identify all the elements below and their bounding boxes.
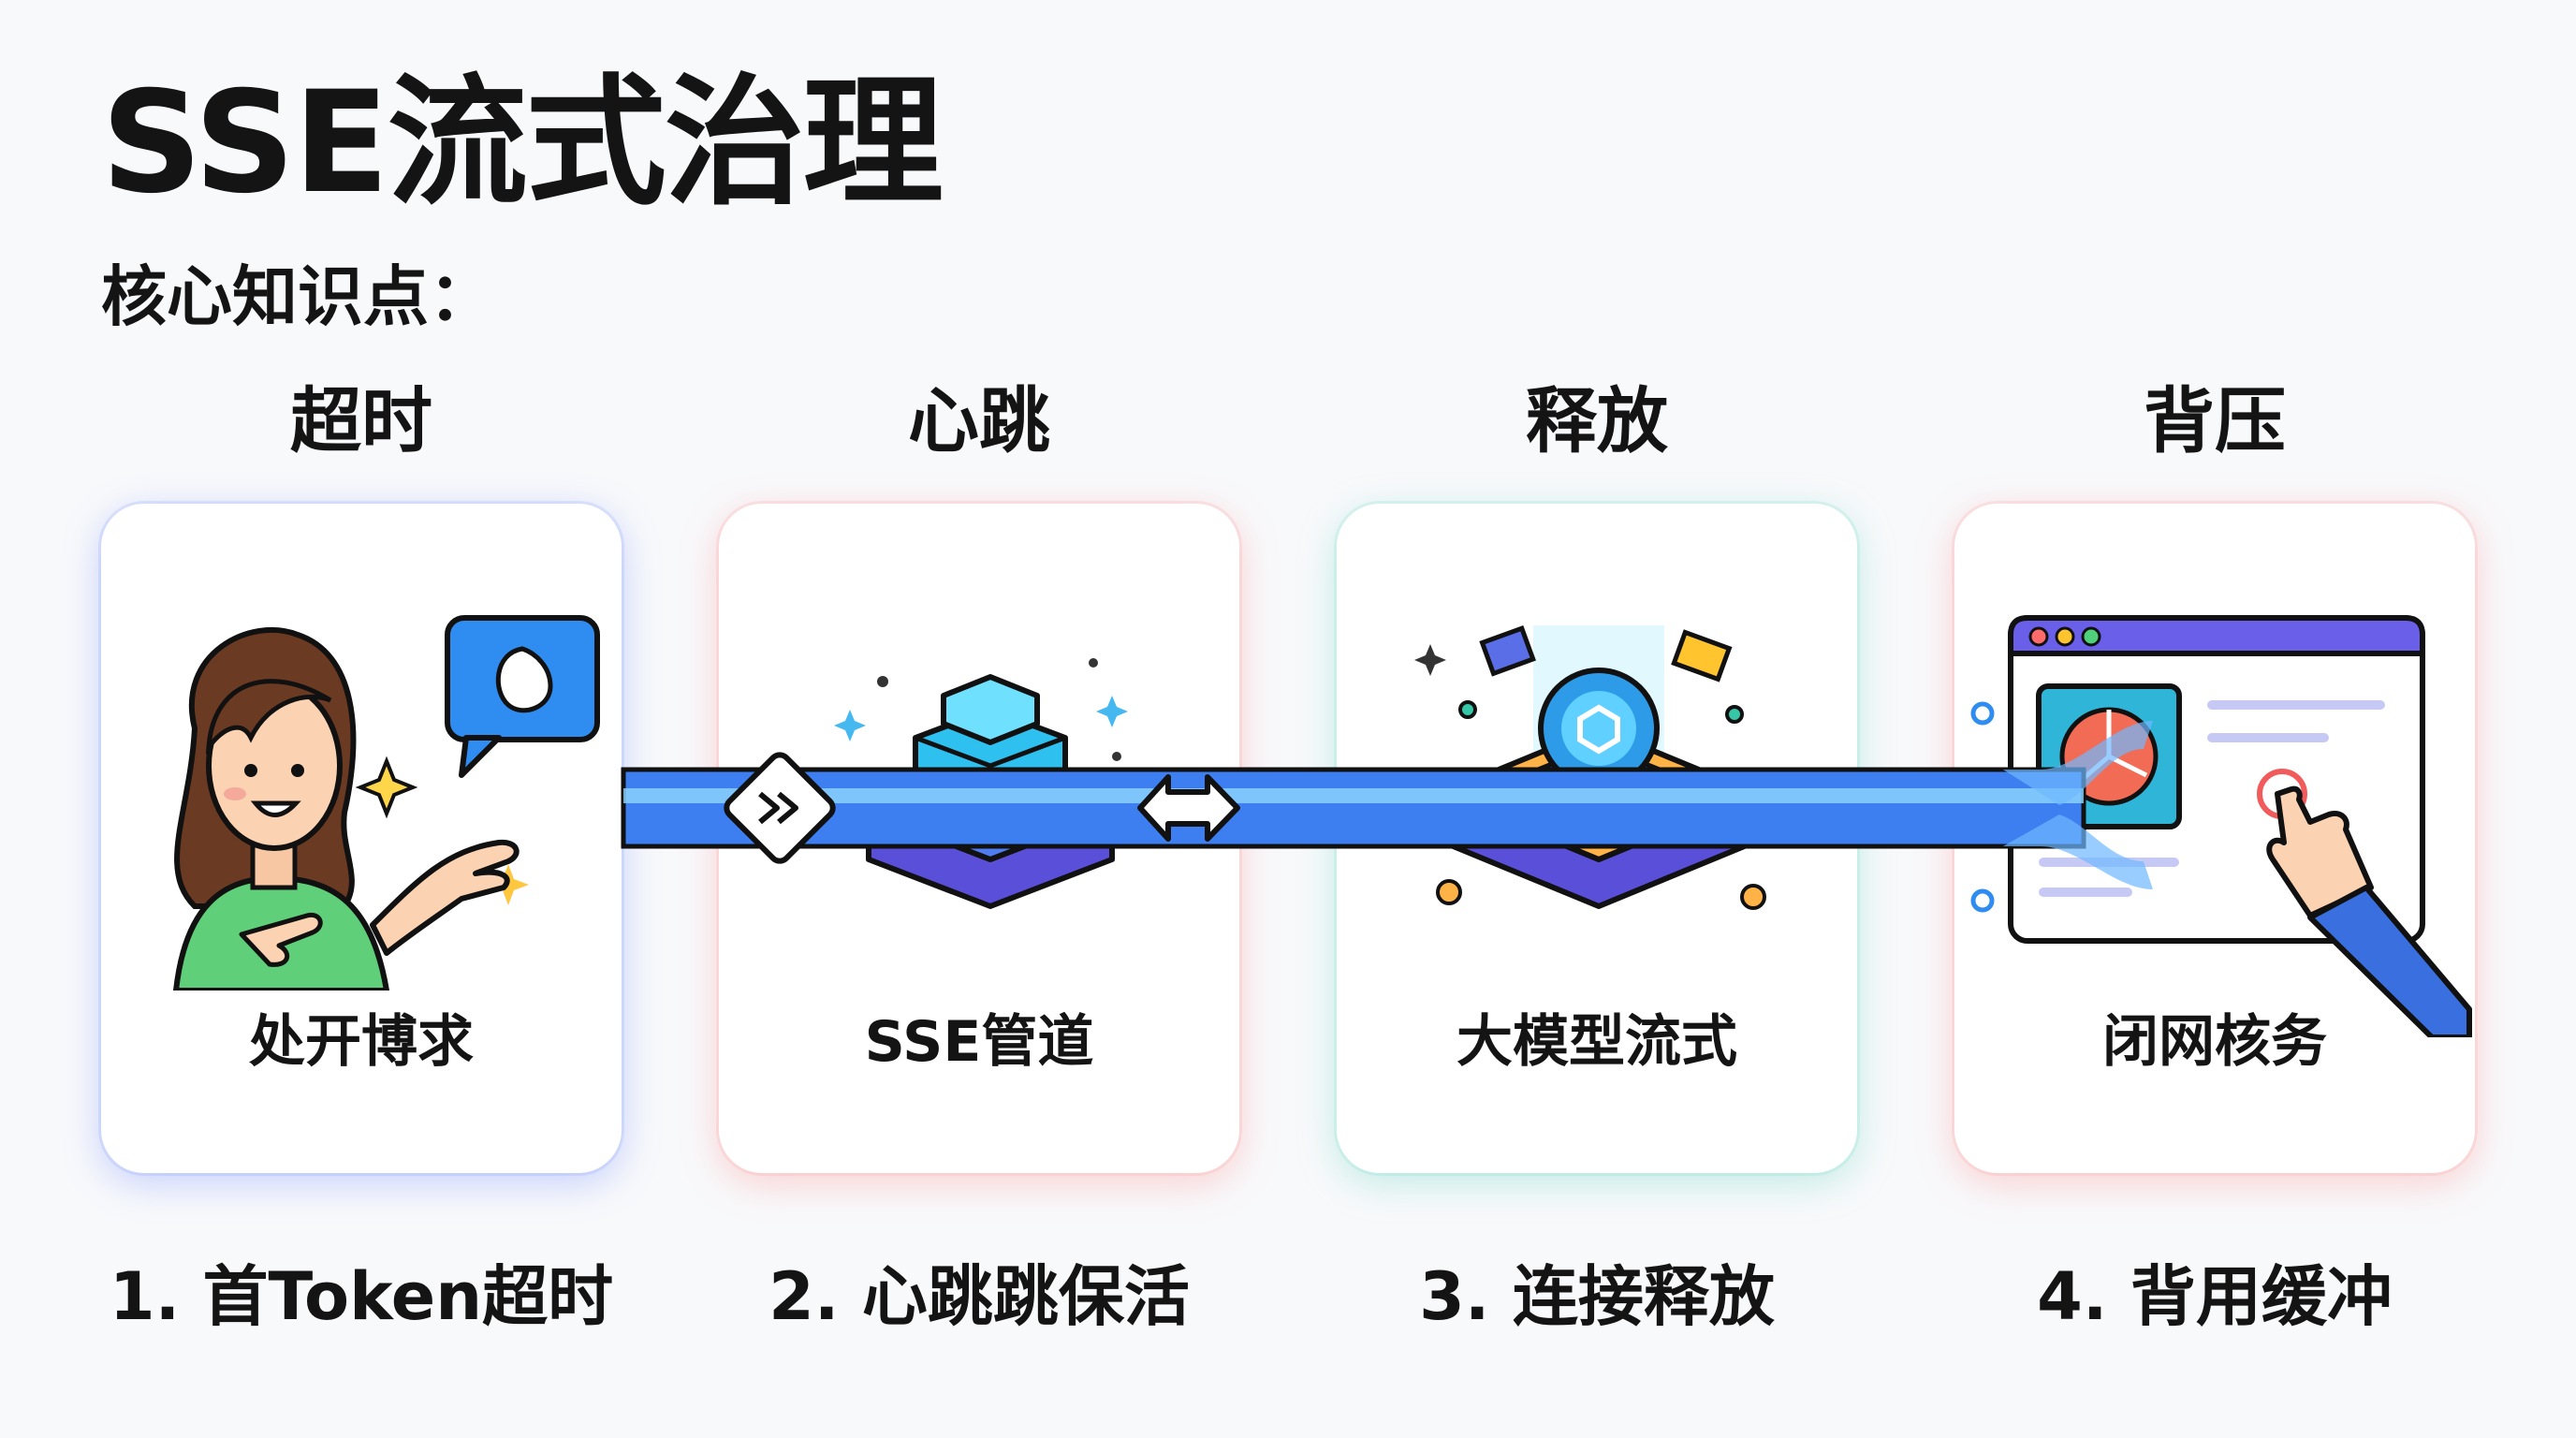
- sse-pipe-icon: [834, 658, 1128, 909]
- step-card-1-label: 处开博求: [249, 1009, 474, 1075]
- step-heading-1: 超时: [290, 379, 432, 462]
- step-card-3: 大模型流式: [1337, 504, 1857, 1173]
- user-request-icon: [172, 615, 600, 990]
- step-heading-4: 背压: [2144, 379, 2286, 462]
- step-card-3-label: 大模型流式: [1456, 1009, 1737, 1075]
- step-caption-4: 4. 背用缓冲: [2037, 1258, 2393, 1335]
- step-caption-3: 3. 连接释放: [1419, 1258, 1775, 1335]
- step-caption-1: 1. 首Token超时: [109, 1258, 614, 1335]
- step-heading-2: 心跳: [908, 379, 1050, 462]
- page-title: SSE流式治理: [101, 62, 944, 225]
- page-subtitle: 核心知识点：: [101, 258, 494, 335]
- step-heading-3: 释放: [1526, 379, 1668, 462]
- step-card-4-label: 闭网核务: [2102, 1009, 2327, 1075]
- step-caption-2: 2. 心跳跳保活: [768, 1258, 1190, 1335]
- step-card-2: SSE管道: [719, 504, 1239, 1173]
- browser-click-icon: [2008, 615, 2472, 1037]
- step-card-1: 处开博求: [101, 504, 622, 1173]
- llm-stream-icon: [1414, 624, 1766, 910]
- step-card-4: 闭网核务: [1954, 504, 2475, 1173]
- step-card-2-label: SSE管道: [864, 1009, 1094, 1075]
